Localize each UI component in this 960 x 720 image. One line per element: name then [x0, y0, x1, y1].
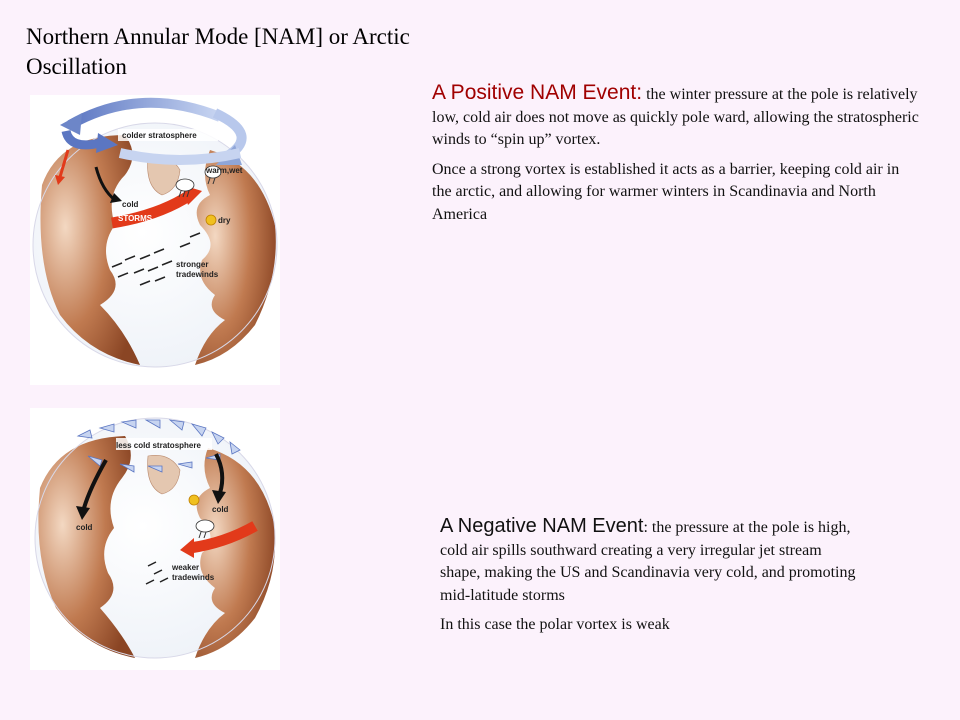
- label-dry: dry: [218, 216, 231, 225]
- negative-nam-paragraph: A Negative NAM Event: the pressure at th…: [440, 515, 860, 607]
- sun-icon: [205, 214, 217, 226]
- europe-africa-land: [195, 150, 276, 365]
- trade-wind-arrows: [111, 232, 201, 286]
- vortex-arrow-bottom: [118, 148, 242, 165]
- negative-nam-heading: A Negative NAM Event: [440, 515, 644, 537]
- cold-air-arrow-left: [82, 459, 108, 509]
- label-storms: STORMS: [118, 214, 153, 223]
- label-stronger: stronger: [176, 260, 208, 269]
- positive-nam-paragraph-2: Once a strong vortex is established it a…: [432, 160, 900, 223]
- negative-nam-text: A Negative NAM Event: the pressure at th…: [440, 515, 860, 644]
- rain-cloud-icon: [175, 178, 195, 198]
- vortex-arrow-left: [61, 129, 102, 150]
- rain-cloud-icon: [195, 519, 215, 539]
- positive-nam-text: A Positive NAM Event: the winter pressur…: [432, 81, 922, 233]
- storm-arrow: [189, 521, 258, 554]
- weak-vortex-arrows: [76, 419, 241, 473]
- vortex-arrow-top: [67, 97, 222, 130]
- north-america-land: [38, 436, 135, 658]
- label-tradewinds-top: tradewinds: [176, 270, 219, 279]
- label-cold: cold: [122, 200, 139, 209]
- label-cold-left: cold: [76, 523, 93, 532]
- negative-nam-diagram: less cold stratosphere cold cold weaker …: [30, 408, 280, 670]
- negative-nam-description: : the pressure at the pole is high, cold…: [440, 519, 856, 604]
- storm-arrow: [111, 190, 194, 229]
- positive-nam-paragraph: A Positive NAM Event: the winter pressur…: [432, 81, 922, 152]
- positive-nam-description: the winter pressure at the pole is relat…: [432, 86, 919, 148]
- label-warm-wet: warm,wet: [205, 166, 243, 175]
- sun-icon: [188, 494, 200, 506]
- north-america-land: [40, 135, 140, 365]
- positive-nam-diagram: colder stratosphere warm,wet cold STORMS…: [30, 95, 280, 385]
- europe-africa-land: [195, 448, 276, 658]
- label-weaker: weaker: [171, 563, 199, 572]
- greenland-land: [147, 455, 181, 495]
- label-cold-right: cold: [212, 505, 229, 514]
- positive-nam-heading: A Positive NAM Event:: [432, 81, 643, 104]
- slide-title: Northern Annular Mode [NAM] or Arctic Os…: [26, 24, 410, 79]
- label-tradewinds-bottom: tradewinds: [172, 573, 215, 582]
- incoming-red-arrow: [58, 149, 70, 178]
- label-less-cold-stratosphere: less cold stratosphere: [116, 441, 201, 450]
- trade-wind-arrows: [145, 561, 169, 585]
- cold-air-arrow-right: [214, 453, 225, 494]
- rain-cloud-icon-2: [204, 165, 222, 185]
- label-colder-stratosphere: colder stratosphere: [122, 131, 197, 140]
- negative-nam-paragraph-2: In this case the polar vortex is weak: [440, 616, 670, 633]
